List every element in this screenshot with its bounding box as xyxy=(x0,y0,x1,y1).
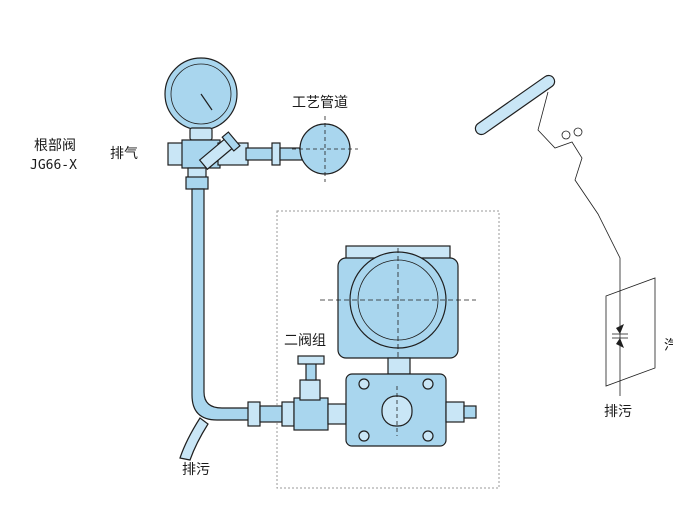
drain-pipe xyxy=(179,417,209,461)
root-valve-model-label: JG66-X xyxy=(30,158,77,173)
two-valve-manifold-label: 二阀组 xyxy=(284,333,326,349)
transmitter-enclosure-outline xyxy=(276,210,500,489)
root-valve-icon xyxy=(167,131,303,190)
drain-main-label: 排污 xyxy=(182,462,210,478)
process-pipe-label: 工艺管道 xyxy=(292,95,348,111)
two-valve-manifold-icon xyxy=(247,355,347,431)
transmitter-icon xyxy=(320,245,477,447)
drain-side-label: 排污 xyxy=(604,404,632,420)
process-pipe-icon xyxy=(292,116,358,182)
impulse-line xyxy=(191,188,251,421)
root-valve-label: 根部阀 xyxy=(34,138,76,154)
vent-label: 排气 xyxy=(110,146,138,162)
edge-char-label: 汽 xyxy=(664,338,673,354)
schematic-overview xyxy=(474,74,656,396)
pressure-gauge-icon xyxy=(164,57,238,141)
